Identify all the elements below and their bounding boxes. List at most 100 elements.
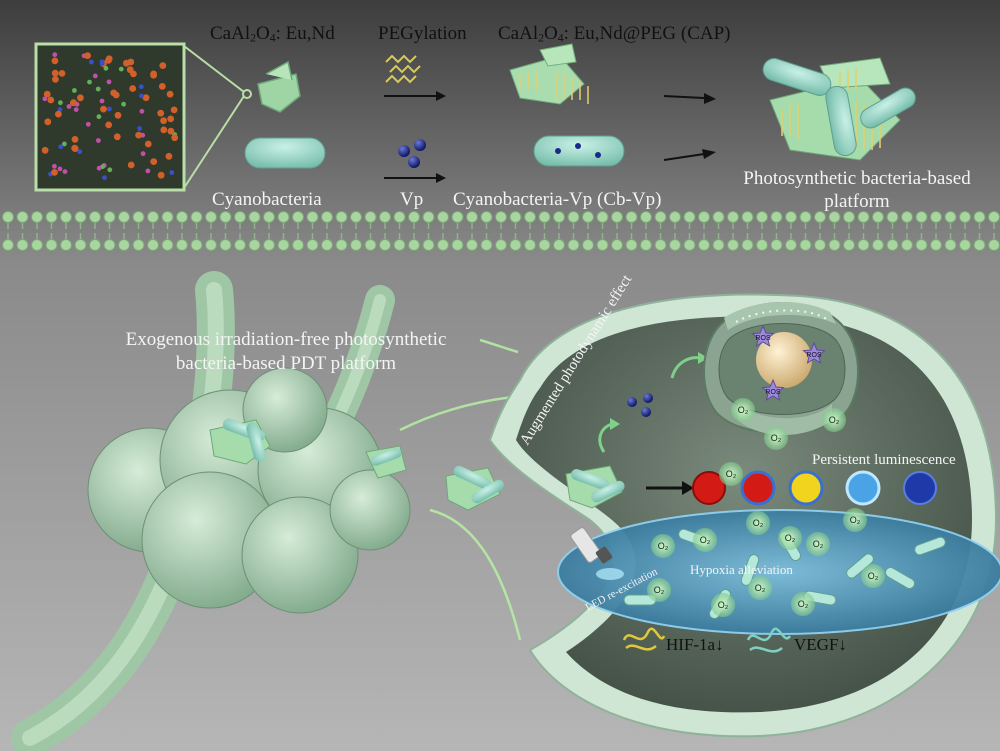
lattice-atom: [166, 90, 174, 98]
lattice-atom: [158, 83, 166, 90]
lipid-head: [89, 239, 101, 251]
o2-bubble: [693, 528, 717, 552]
o2-bubble: [748, 576, 772, 600]
label-vegf: VEGF↓: [794, 635, 847, 654]
o2-label: O₂: [658, 541, 669, 551]
vp-molecules-cell: [627, 393, 653, 417]
arrow-pegylation: [384, 91, 446, 101]
lipid-bilayer-membrane: [2, 211, 1000, 251]
o2-label: O₂: [726, 469, 737, 479]
lipid-head: [857, 211, 870, 223]
lipid-head: [596, 239, 609, 251]
ros-star: [802, 341, 826, 364]
lipid-head: [118, 239, 130, 251]
lipid-head: [901, 239, 913, 251]
lattice-atom: [102, 175, 107, 181]
lipid-head: [611, 211, 623, 223]
lattice-atom: [107, 106, 112, 112]
lipid-head: [959, 239, 971, 251]
lipid-head: [698, 211, 710, 223]
lattice-atom: [139, 108, 145, 114]
o2-bubble: [731, 398, 755, 422]
lipid-head: [828, 239, 841, 251]
lattice-atom: [44, 118, 52, 126]
lipid-head: [60, 211, 72, 223]
lipid-head: [306, 211, 319, 223]
platform-in-tumor-2: [365, 445, 407, 479]
o2-bubble: [861, 564, 885, 588]
o2-bubble: [806, 532, 830, 556]
lipid-head: [234, 239, 246, 251]
lattice-atom: [170, 106, 178, 114]
lipid-head: [495, 211, 507, 223]
lattice-atom: [92, 73, 98, 79]
lipid-head: [582, 239, 594, 251]
lattice-atom: [142, 94, 150, 102]
lattice-atom: [140, 151, 146, 157]
lattice-atom: [52, 163, 57, 169]
lipid-head: [553, 239, 565, 251]
lipid-head: [785, 239, 797, 251]
lipid-head: [60, 239, 72, 251]
lattice-atom: [95, 86, 101, 92]
lipid-head: [466, 211, 478, 223]
lattice-atom: [160, 117, 168, 125]
o2-bubble: [711, 593, 735, 617]
lipid-head: [422, 211, 435, 223]
o2-label: O₂: [813, 539, 824, 549]
o2-label: O₂: [850, 515, 861, 525]
lipid-head: [408, 211, 420, 223]
lattice-atom: [62, 141, 67, 147]
lattice-atom: [139, 93, 144, 99]
lattice-atom: [103, 65, 109, 71]
o2-bubble: [764, 426, 788, 450]
lipid-head: [625, 211, 638, 223]
label-cb-vp: Cyanobacteria-Vp (Cb-Vp): [453, 189, 662, 210]
lattice-atom: [58, 144, 64, 150]
lipid-head: [74, 239, 87, 251]
lipid-head: [669, 211, 681, 223]
o2-label: O₂: [771, 433, 782, 443]
lipid-head: [292, 239, 304, 251]
lipid-head: [161, 239, 174, 251]
lipid-head: [89, 211, 101, 223]
lipid-head: [509, 239, 522, 251]
label-platform-line2: platform: [824, 191, 890, 212]
lipid-head: [364, 211, 377, 223]
cb-vp-rod: [533, 135, 625, 167]
lattice-atom: [165, 152, 173, 160]
lattice-atom: [96, 138, 101, 143]
lattice-atom: [114, 111, 122, 119]
lipid-head: [437, 211, 449, 223]
lipid-head: [118, 211, 130, 223]
lipid-head: [553, 211, 565, 223]
lipid-head: [364, 239, 377, 251]
o2-bubble: [651, 534, 675, 558]
lipid-head: [770, 211, 783, 223]
lipid-head: [451, 239, 464, 251]
o2-label: O₂: [798, 599, 809, 609]
lipid-head: [45, 239, 58, 251]
pool-bacterium: [884, 567, 916, 589]
lattice-atom: [110, 89, 118, 97]
lipid-head: [103, 239, 116, 251]
lipid-head: [944, 211, 957, 223]
lipid-head: [263, 211, 275, 223]
lipid-head: [930, 239, 942, 251]
lattice-atom: [51, 69, 59, 77]
lipid-head: [2, 211, 14, 223]
lipid-head: [422, 239, 435, 251]
o2-bubble: [822, 408, 846, 432]
lattice-atom: [84, 52, 91, 59]
lipid-head: [437, 239, 449, 251]
lipid-head: [2, 239, 14, 251]
lattice-atom: [47, 96, 55, 104]
lipid-head: [306, 239, 319, 251]
lattice-atom: [58, 70, 66, 77]
lattice-inset: [34, 42, 252, 192]
platform-in-tumor-1: [209, 418, 271, 465]
lattice-atom: [77, 149, 83, 155]
ros-star: [751, 324, 775, 347]
lipid-head: [31, 211, 43, 223]
